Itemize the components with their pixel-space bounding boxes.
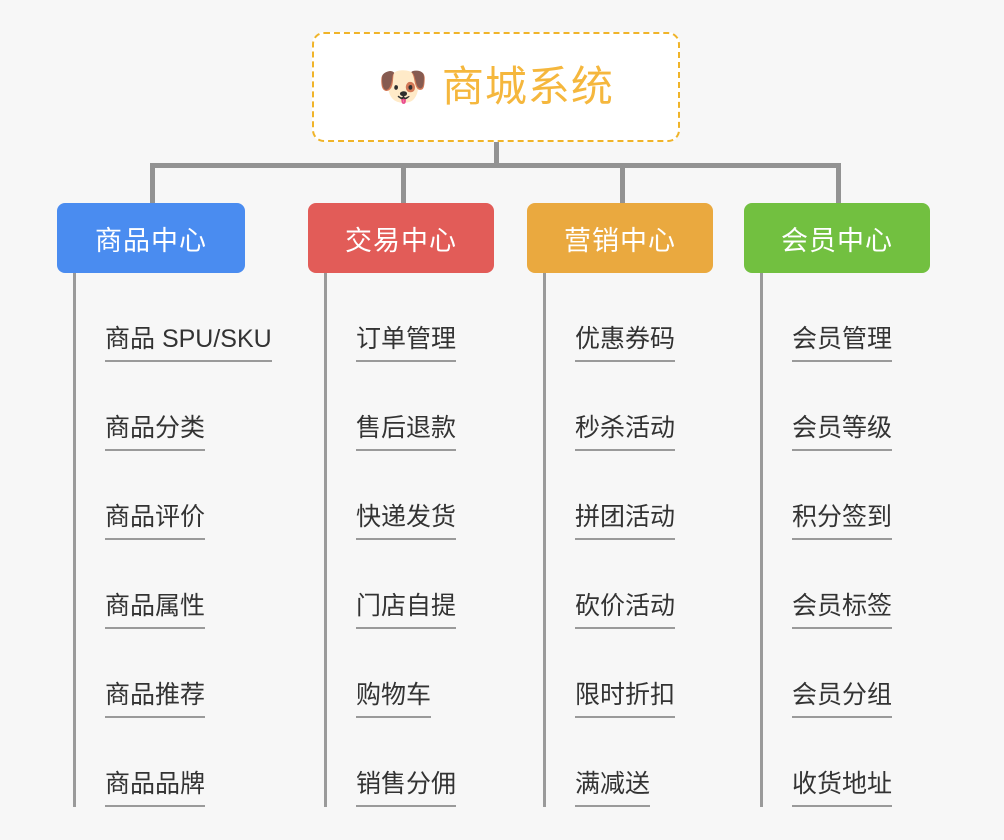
item-label: 满减送	[575, 770, 651, 807]
item-label: 砍价活动	[575, 592, 676, 629]
list-item[interactable]: 会员等级	[760, 362, 930, 451]
connector-root-stem	[494, 142, 499, 166]
item-label: 积分签到	[792, 503, 893, 540]
list-item[interactable]: 秒杀活动	[543, 362, 713, 451]
list-item[interactable]: 拼团活动	[543, 451, 713, 540]
item-label: 商品属性	[105, 592, 206, 629]
list-item[interactable]: 限时折扣	[543, 629, 713, 718]
item-label: 快递发货	[356, 503, 457, 540]
spine-3	[543, 273, 546, 807]
item-label: 优惠券码	[575, 325, 676, 362]
spine-2	[324, 273, 327, 807]
list-item[interactable]: 商品品牌	[73, 718, 245, 807]
connector-drop-4	[836, 163, 841, 203]
category-header-3[interactable]: 营销中心	[527, 203, 713, 273]
item-label: 商品推荐	[105, 681, 206, 718]
list-item[interactable]: 会员管理	[760, 273, 930, 362]
item-list-1: 商品 SPU/SKU 商品分类 商品评价 商品属性 商品推荐 商品品牌	[73, 273, 272, 807]
list-item[interactable]: 商品分类	[73, 362, 245, 451]
connector-bus	[150, 163, 840, 168]
item-label: 会员管理	[792, 325, 893, 362]
list-item[interactable]: 商品推荐	[73, 629, 245, 718]
list-item[interactable]: 订单管理	[324, 273, 494, 362]
list-item[interactable]: 门店自提	[324, 540, 494, 629]
spine-4	[760, 273, 763, 807]
connector-drop-3	[620, 163, 625, 203]
item-label: 门店自提	[356, 592, 457, 629]
list-item[interactable]: 购物车	[324, 629, 494, 718]
category-header-2[interactable]: 交易中心	[308, 203, 494, 273]
item-label: 商品分类	[105, 414, 206, 451]
list-item[interactable]: 会员分组	[760, 629, 930, 718]
list-item[interactable]: 满减送	[543, 718, 713, 807]
item-label: 限时折扣	[575, 681, 676, 718]
list-item[interactable]: 积分签到	[760, 451, 930, 540]
dog-face-icon: 🐶	[378, 65, 428, 109]
list-item[interactable]: 优惠券码	[543, 273, 713, 362]
spine-1	[73, 273, 76, 807]
category-header-1[interactable]: 商品中心	[57, 203, 245, 273]
list-item[interactable]: 商品属性	[73, 540, 245, 629]
item-label: 拼团活动	[575, 503, 676, 540]
item-label: 秒杀活动	[575, 414, 676, 451]
branch-column-1: 商品中心 商品 SPU/SKU 商品分类 商品评价 商品属性 商品推荐 商品品牌	[57, 203, 272, 807]
list-item[interactable]: 售后退款	[324, 362, 494, 451]
root-title: 商城系统	[441, 63, 614, 110]
list-item[interactable]: 商品 SPU/SKU	[73, 273, 272, 362]
list-item[interactable]: 砍价活动	[543, 540, 713, 629]
list-item[interactable]: 收货地址	[760, 718, 930, 807]
branch-column-3: 营销中心 优惠券码 秒杀活动 拼团活动 砍价活动 限时折扣 满减送	[527, 203, 713, 807]
list-item[interactable]: 会员标签	[760, 540, 930, 629]
category-header-4[interactable]: 会员中心	[744, 203, 930, 273]
item-label: 商品 SPU/SKU	[105, 325, 272, 362]
item-list-4: 会员管理 会员等级 积分签到 会员标签 会员分组 收货地址	[760, 273, 930, 807]
root-node[interactable]: 🐶 商城系统	[312, 32, 680, 142]
item-label: 订单管理	[356, 325, 457, 362]
list-item[interactable]: 销售分佣	[324, 718, 494, 807]
item-list-3: 优惠券码 秒杀活动 拼团活动 砍价活动 限时折扣 满减送	[543, 273, 713, 807]
item-label: 会员等级	[792, 414, 893, 451]
item-list-2: 订单管理 售后退款 快递发货 门店自提 购物车 销售分佣	[324, 273, 494, 807]
connector-drop-2	[401, 163, 406, 203]
item-label: 收货地址	[792, 770, 893, 807]
list-item[interactable]: 快递发货	[324, 451, 494, 540]
item-label: 会员分组	[792, 681, 893, 718]
item-label: 销售分佣	[356, 770, 457, 807]
branch-column-4: 会员中心 会员管理 会员等级 积分签到 会员标签 会员分组 收货地址	[744, 203, 930, 807]
list-item[interactable]: 商品评价	[73, 451, 245, 540]
item-label: 商品品牌	[105, 770, 206, 807]
item-label: 会员标签	[792, 592, 893, 629]
branch-column-2: 交易中心 订单管理 售后退款 快递发货 门店自提 购物车 销售分佣	[308, 203, 494, 807]
item-label: 购物车	[356, 681, 432, 718]
item-label: 售后退款	[356, 414, 457, 451]
connector-drop-1	[150, 163, 155, 203]
item-label: 商品评价	[105, 503, 206, 540]
